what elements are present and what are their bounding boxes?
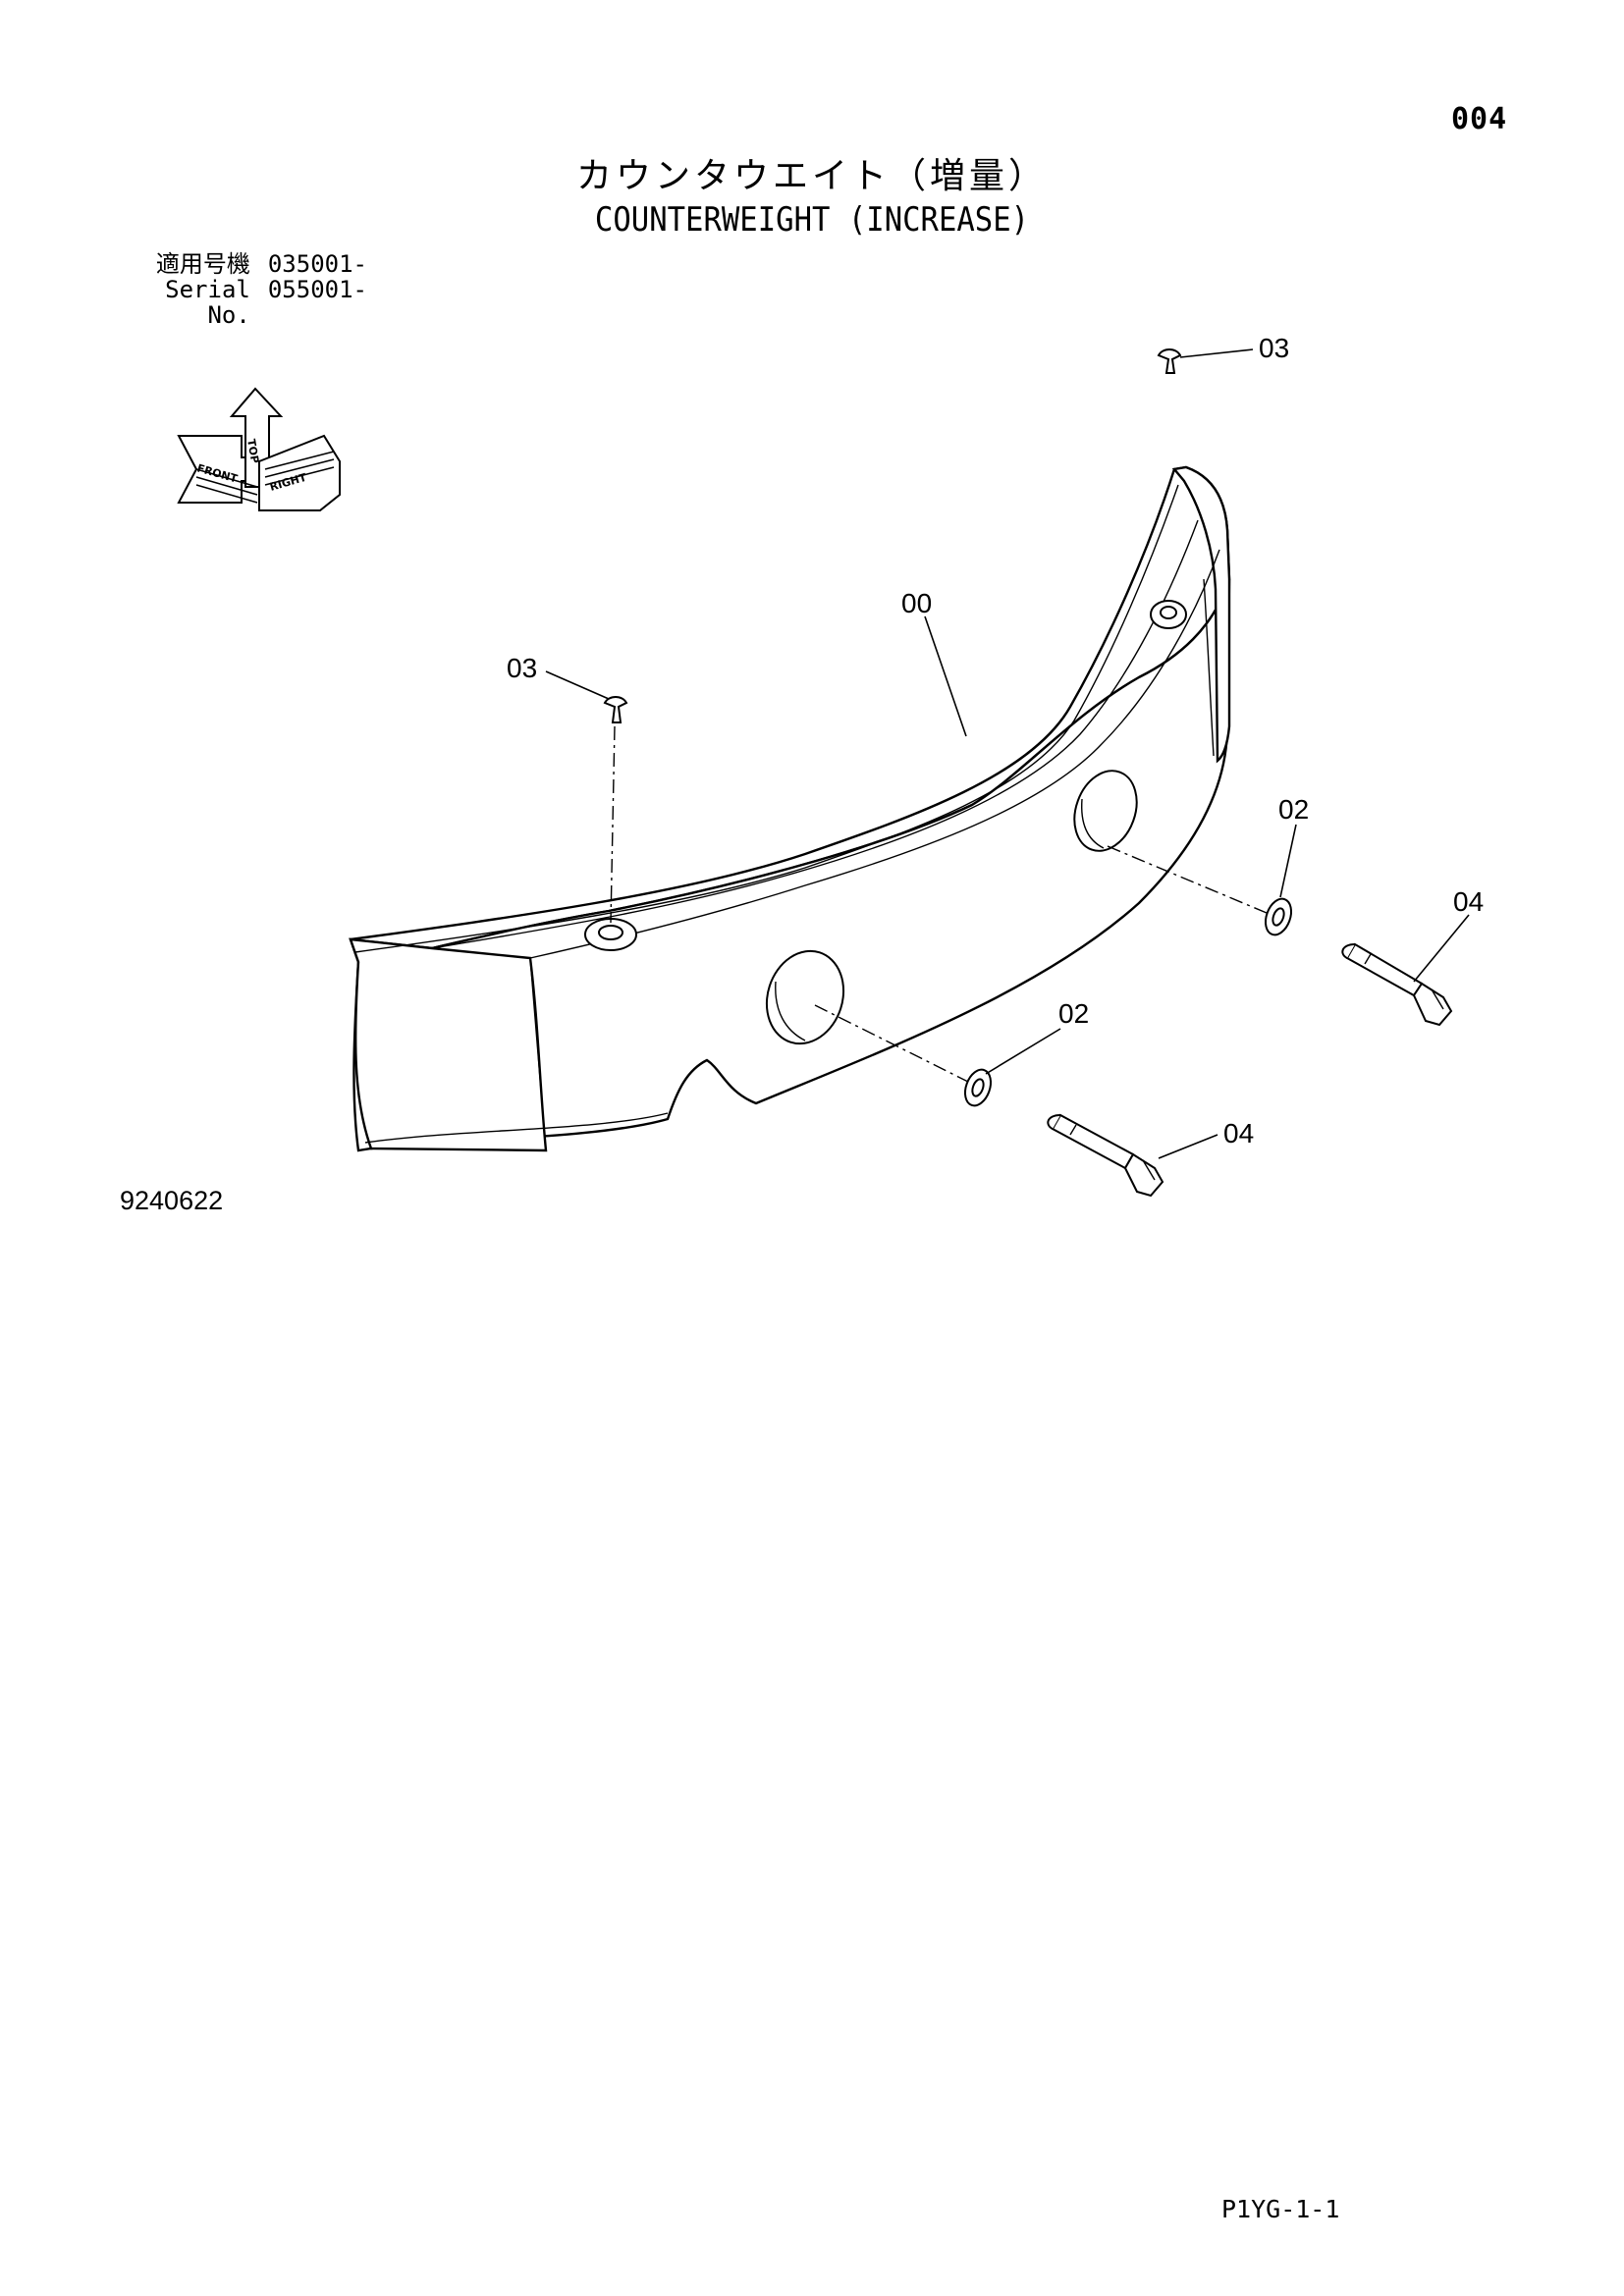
- part-04-bolts: [1047, 942, 1453, 1198]
- callout-04-lower: 04: [1223, 1118, 1254, 1148]
- counterweight-holes: [765, 770, 1138, 1045]
- callout-03-upper: 03: [1259, 333, 1289, 363]
- assembly-centerlines: [610, 725, 1268, 1083]
- counterweight-edge-lines: [354, 484, 1220, 1151]
- counterweight-right-end: [1171, 465, 1231, 764]
- title-english: COUNTERWEIGHT (INCREASE): [594, 200, 1030, 240]
- sheet-reference: P1YG-1-1: [1221, 2195, 1340, 2223]
- clip-upper: [1157, 348, 1182, 374]
- orientation-icon: FRONT TOP RIGHT: [177, 387, 341, 511]
- counterweight-body: [349, 465, 1231, 1152]
- callout-02-upper: 02: [1278, 794, 1309, 825]
- title-japanese: カウンタウエイト（増量）: [575, 156, 1048, 196]
- hole-left: [765, 949, 845, 1045]
- bolt-lower: [1047, 1113, 1164, 1198]
- applicability-value-en: 055001-: [267, 276, 367, 303]
- counterweight-left-end: [349, 937, 548, 1152]
- applicability-block: 適用号機 035001- Serial No. 055001-: [112, 251, 367, 328]
- callout-leaders: [545, 348, 1470, 1159]
- top-grommets: [584, 600, 1187, 951]
- callout-02-lower: 02: [1058, 998, 1089, 1029]
- hole-right: [1073, 770, 1138, 852]
- callout-00: 00: [901, 588, 932, 618]
- applicability-label-jp: 適用号機: [155, 250, 250, 278]
- bolt-upper: [1341, 942, 1453, 1027]
- drawing-number: 9240622: [120, 1186, 224, 1215]
- applicability-value-jp: 035001-: [267, 250, 367, 278]
- part-02-washers: [963, 897, 1293, 1107]
- orientation-top-label: TOP: [244, 438, 261, 464]
- applicability-label-en: Serial No.: [165, 276, 250, 329]
- applicability-row-jp: 適用号機 035001-: [112, 251, 367, 277]
- callout-03-left: 03: [507, 653, 537, 683]
- applicability-row-en: Serial No. 055001-: [112, 277, 367, 328]
- callout-04-upper: 04: [1453, 886, 1484, 917]
- clip-left: [603, 696, 628, 723]
- page-number: 004: [1451, 102, 1508, 136]
